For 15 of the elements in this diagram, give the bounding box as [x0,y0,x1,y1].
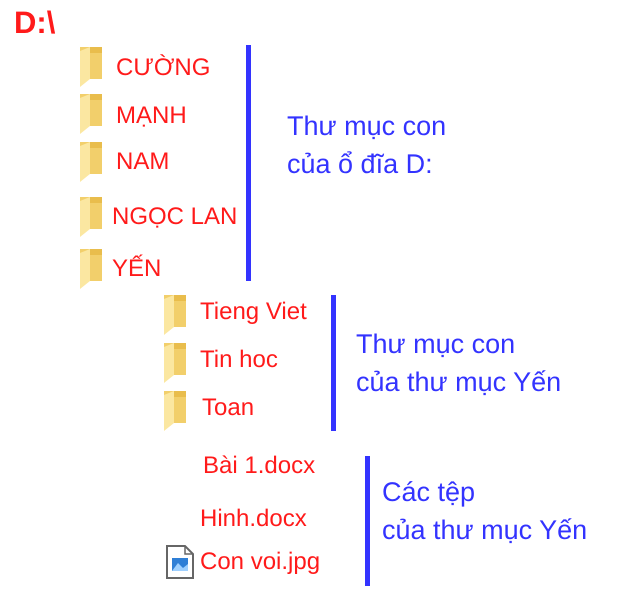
folder-name: Tieng Viet [200,298,307,327]
folder-name: NGỌC LAN [112,203,238,232]
folder-name: Tin hoc [200,346,278,375]
file-name: Con voi.jpg [200,548,320,577]
folder-name: YẾN [112,255,162,284]
drive-title: D:\ [14,4,56,42]
folder-name: MẠNH [116,102,187,131]
description-text: Thư mục con của thư mục Yến [356,328,562,399]
file-name: Hinh.docx [200,505,307,534]
folder-name: Toan [202,394,254,423]
folder-name: CƯỜNG [116,54,210,83]
folder-name: NAM [116,148,170,177]
description-text: Các tệp của thư mục Yến [382,476,588,547]
description-text: Thư mục con của ổ đĩa D: [287,110,446,181]
file-name: Bài 1.docx [203,452,316,481]
